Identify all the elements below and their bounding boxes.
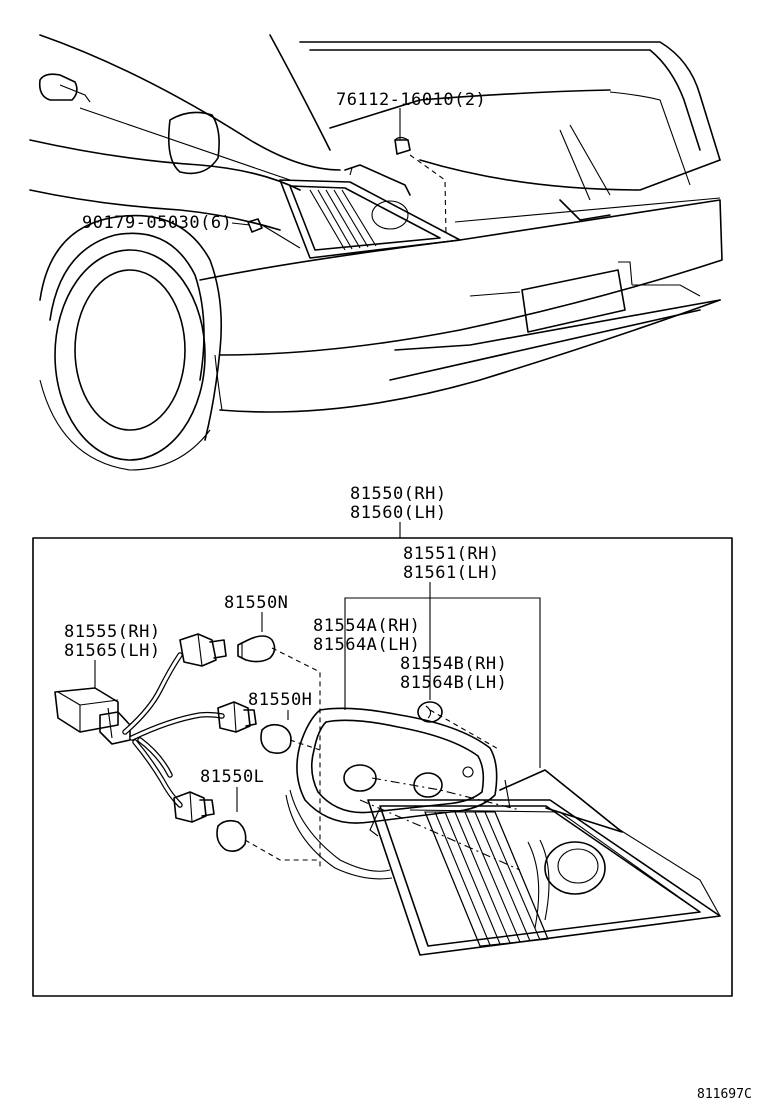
gasket-a-icon: [285, 707, 498, 880]
bulb-h-icon: [260, 723, 292, 754]
label-gasket-a-rh: 81554A(RH): [313, 616, 420, 636]
socket-middle-icon: [217, 701, 257, 733]
diagram-code: 811697C: [697, 1087, 752, 1102]
bulb-n-icon: [237, 635, 276, 663]
label-socket-rh: 81555(RH): [64, 622, 161, 642]
label-bolt-part: 76112-16010(2): [336, 90, 486, 110]
bulb-l-icon: [216, 819, 247, 852]
label-socket-lh: 81565(LH): [64, 641, 161, 661]
label-bulb-n: 81550N: [224, 593, 288, 613]
car-rear-illustration: [29, 34, 723, 471]
tail-lamp-icon: [367, 769, 721, 956]
label-lens-lh: 81561(LH): [403, 563, 500, 583]
label-bulb-l: 81550L: [200, 767, 264, 787]
bolt-icon: [394, 136, 411, 155]
wiring-harness: [122, 652, 225, 808]
assembly-frame: [32, 537, 733, 997]
screw-icon: [247, 218, 263, 233]
label-bulb-h: 81550H: [248, 690, 312, 710]
label-screw-part: 90179-05030(6): [82, 213, 232, 233]
label-assembly-lh: 81560(LH): [350, 503, 447, 523]
label-gasket-a-lh: 81564A(LH): [313, 635, 420, 655]
label-gasket-b-rh: 81554B(RH): [400, 654, 507, 674]
label-lens-rh: 81551(RH): [403, 544, 500, 564]
socket-lower-icon: [173, 791, 215, 823]
label-assembly-rh: 81550(RH): [350, 484, 447, 504]
socket-upper-icon: [179, 633, 227, 667]
connector-icon: [54, 687, 131, 745]
label-gasket-b-lh: 81564B(LH): [400, 673, 507, 693]
